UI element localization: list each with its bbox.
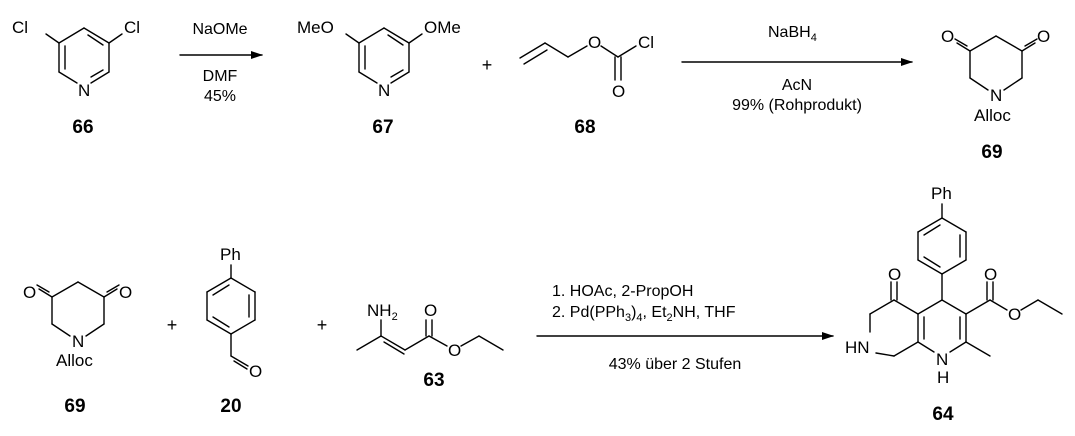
compound-number: 68 xyxy=(574,117,595,138)
step3-line2: 2. Pd(PPh3)4, Et2NH, THF xyxy=(552,304,736,324)
alloc-label: Alloc xyxy=(974,106,1011,125)
amine-label: NH2 xyxy=(367,301,398,323)
yield-label: 99% (Rohprodukt) xyxy=(732,97,862,114)
reagent-main: NaBH xyxy=(768,24,811,41)
chlorine-label: Cl xyxy=(124,18,140,37)
oxygen-label: O xyxy=(1008,305,1021,324)
oxygen-label: O xyxy=(941,27,954,46)
step3-line1: 1. HOAc, 2-PropOH xyxy=(552,283,693,300)
product-bonds xyxy=(869,203,1063,357)
phenyl-label: Ph xyxy=(220,245,241,264)
phenyl-label: Ph xyxy=(931,184,952,203)
allyl-chloroformate-bonds xyxy=(519,42,637,81)
amine-subscript: 2 xyxy=(392,311,398,323)
compound-66: Cl Cl N 66 xyxy=(12,18,140,138)
yield-label: 45% xyxy=(204,88,236,105)
pyridine-ring-67 xyxy=(345,27,423,84)
compound-20: Ph O 20 xyxy=(206,245,262,417)
solvent-label: DMF xyxy=(203,68,238,85)
plus-sign: + xyxy=(317,315,328,335)
compound-64: Ph O O O HN N H 64 xyxy=(845,184,1063,425)
chlorine-label: Cl xyxy=(638,33,654,52)
piperidinedione-ring xyxy=(954,35,1038,91)
plus-sign: + xyxy=(482,55,493,75)
reaction-arrow-3: 1. HOAc, 2-PropOH 2. Pd(PPh3)4, Et2NH, T… xyxy=(536,283,834,373)
nitrogen-label: N xyxy=(72,332,84,351)
reagent-label: NaOMe xyxy=(192,21,247,38)
oxygen-label: O xyxy=(888,265,901,284)
oxygen-label: O xyxy=(119,283,132,302)
compound-number: 67 xyxy=(372,117,393,138)
benzaldehyde-ring xyxy=(206,264,256,370)
piperidinedione-ring xyxy=(36,281,120,337)
amine-nh: NH xyxy=(367,301,392,320)
solvent-label: AcN xyxy=(782,77,812,94)
oxygen-label: O xyxy=(612,82,625,101)
yield-label: 43% über 2 Stufen xyxy=(609,356,742,373)
hydrogen-label: H xyxy=(937,368,949,387)
methoxy-label: MeO xyxy=(297,18,334,37)
compound-number: 64 xyxy=(932,404,954,425)
compound-67: MeO OMe N 67 xyxy=(297,18,461,138)
compound-number: 63 xyxy=(423,370,444,391)
compound-number: 69 xyxy=(64,396,85,417)
reaction-arrow-1: NaOMe DMF 45% xyxy=(179,21,263,105)
nitrogen-label: N xyxy=(378,81,390,100)
reagent-label: NaBH4 xyxy=(768,24,817,44)
plus-sign: + xyxy=(167,315,178,335)
compound-63: NH2 O O 63 xyxy=(356,301,504,391)
methoxy-label: OMe xyxy=(424,18,461,37)
amine-label: HN xyxy=(845,338,870,357)
nitrogen-label: N xyxy=(990,86,1002,105)
compound-69-bottom: O O N Alloc 69 xyxy=(23,281,132,417)
reaction-arrow-2: NaBH4 AcN 99% (Rohprodukt) xyxy=(681,24,913,114)
compound-number: 69 xyxy=(981,142,1002,163)
oxygen-label: O xyxy=(984,265,997,284)
pyridine-ring-66 xyxy=(45,27,123,84)
chlorine-label: Cl xyxy=(12,18,28,37)
aminocrotonate-bonds xyxy=(356,319,504,355)
oxygen-label: O xyxy=(23,283,36,302)
nitrogen-label: N xyxy=(936,350,948,369)
alloc-label: Alloc xyxy=(56,351,93,370)
compound-number: 66 xyxy=(72,117,93,138)
nitrogen-label: N xyxy=(78,81,90,100)
oxygen-label: O xyxy=(448,341,461,360)
oxygen-label: O xyxy=(249,362,262,381)
oxygen-label: O xyxy=(588,33,601,52)
oxygen-label: O xyxy=(1037,27,1050,46)
compound-69-top: O O N Alloc 69 xyxy=(941,27,1050,163)
reagent-subscript: 4 xyxy=(811,32,817,44)
compound-number: 20 xyxy=(220,396,241,417)
compound-68: O Cl O 68 xyxy=(519,33,654,138)
oxygen-label: O xyxy=(424,301,437,320)
